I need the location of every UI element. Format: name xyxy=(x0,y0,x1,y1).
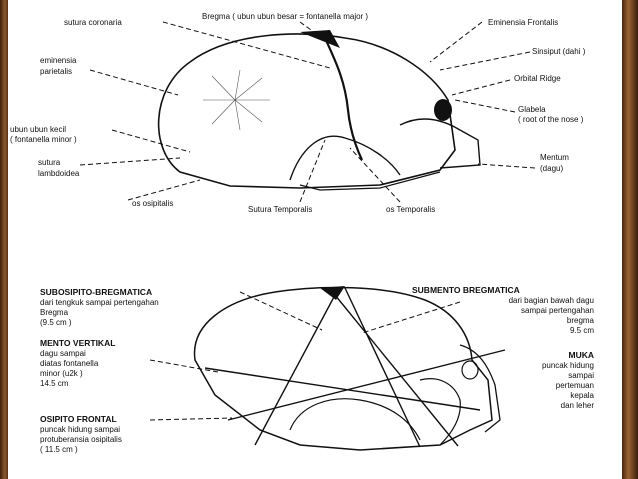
label-glabela-1: Glabela xyxy=(518,105,546,114)
label-mento-l4: 14.5 cm xyxy=(40,379,69,388)
temporal-bone xyxy=(289,135,401,181)
label-glabela-2: ( root of the nose ) xyxy=(518,115,584,124)
label-muka-l4: kepala xyxy=(570,391,594,400)
label-eminensia-parietalis-2: parietalis xyxy=(40,67,72,76)
coronal-suture xyxy=(323,37,363,161)
line-submento-bregmatica xyxy=(344,287,421,448)
parietal-eminence-rays xyxy=(203,69,270,131)
line-osipito-frontal xyxy=(227,349,506,421)
label-eminensia-parietalis-1: eminensia xyxy=(40,56,77,65)
bottom-cranium-outline xyxy=(193,286,493,451)
left-frame xyxy=(0,0,8,479)
label-mento-l1: dagu sampai xyxy=(40,349,86,358)
label-sutura-lambdoidea-2: lambdoidea xyxy=(38,169,80,178)
top-skull-drawing xyxy=(157,33,481,191)
label-mento-l2: diatas fontanella xyxy=(40,359,99,368)
line-mento-vertikal xyxy=(204,367,481,411)
label-sutura-temporalis: Sutura Temporalis xyxy=(248,205,312,214)
jaw-line xyxy=(299,171,441,191)
label-subosipito-title: SUBOSIPITO-BREGMATICA xyxy=(40,287,152,297)
label-mento-title: MENTO VERTIKAL xyxy=(40,338,115,348)
bottom-bregma-fontanelle xyxy=(320,286,345,300)
label-subosipito-l3: (9.5 cm ) xyxy=(40,318,72,327)
label-eminensia-frontalis: Eminensia Frontalis xyxy=(488,18,558,27)
label-muka-l5: dan leher xyxy=(561,401,595,410)
label-osipito-title: OSIPITO FRONTAL xyxy=(40,414,117,424)
bottom-skull-drawing xyxy=(193,286,501,451)
label-os-osipitalis: os osipitalis xyxy=(132,199,173,208)
orbit-hole xyxy=(434,99,452,121)
label-subosipito-l2: Bregma xyxy=(40,308,69,317)
bottom-maxilla xyxy=(419,378,461,446)
label-submento-l3: bregma xyxy=(567,316,595,325)
label-os-temporalis: os Temporalis xyxy=(386,205,435,214)
label-bregma: Bregma ( ubun ubun besar = fontanella ma… xyxy=(202,12,368,21)
label-osipito-l3: ( 11.5 cm ) xyxy=(40,445,78,454)
bottom-leader-lines xyxy=(149,291,461,421)
label-submento-l2: sampai pertengahan xyxy=(521,306,594,315)
bottom-orbit xyxy=(461,360,479,380)
label-sinsiput: Sinsiput (dahi ) xyxy=(532,47,586,56)
right-frame xyxy=(622,0,638,479)
label-submento-title: SUBMENTO BREGMATICA xyxy=(412,285,520,295)
bregma-fontanelle xyxy=(300,30,340,48)
bottom-temporal xyxy=(289,398,421,441)
label-mentum-2: (dagu) xyxy=(540,164,563,173)
label-subosipito-l1: dari tengkuk sampai pertengahan xyxy=(40,298,159,307)
line-subosipito-bregmatica-left xyxy=(254,294,336,446)
label-sutura-coronaria: sutura coronaria xyxy=(64,18,122,27)
top-leader-lines xyxy=(79,21,536,203)
label-muka-l2: sampai xyxy=(568,371,594,380)
label-submento-l1: dari bagian bawah dagu xyxy=(509,296,594,305)
label-mentum-1: Mentum xyxy=(540,153,569,162)
top-cranium-outline xyxy=(157,33,456,189)
label-muka-l3: pertemuan xyxy=(556,381,594,390)
label-muka-l1: puncak hidung xyxy=(542,361,594,370)
label-osipito-l1: puncak hidung sampai xyxy=(40,425,120,434)
label-muka-title: MUKA xyxy=(569,350,595,360)
label-ubun-kecil-2: ( fontanella minor ) xyxy=(10,135,77,144)
label-ubun-kecil-1: ubun ubun kecil xyxy=(10,125,66,134)
line-subosipito-bregmatica-right xyxy=(334,294,459,447)
measurement-lines xyxy=(204,287,506,448)
label-mento-l3: minor (u2k ) xyxy=(40,369,83,378)
zygomatic-arch xyxy=(399,118,481,169)
label-orbital-ridge: Orbital Ridge xyxy=(514,74,561,83)
label-submento-l4: 9.5 cm xyxy=(570,326,594,335)
bottom-face-outline xyxy=(459,344,501,433)
label-osipito-l2: protuberansia osipitalis xyxy=(40,435,122,444)
diagram-panel xyxy=(8,0,622,479)
label-sutura-lambdoidea-1: sutura xyxy=(38,158,61,167)
